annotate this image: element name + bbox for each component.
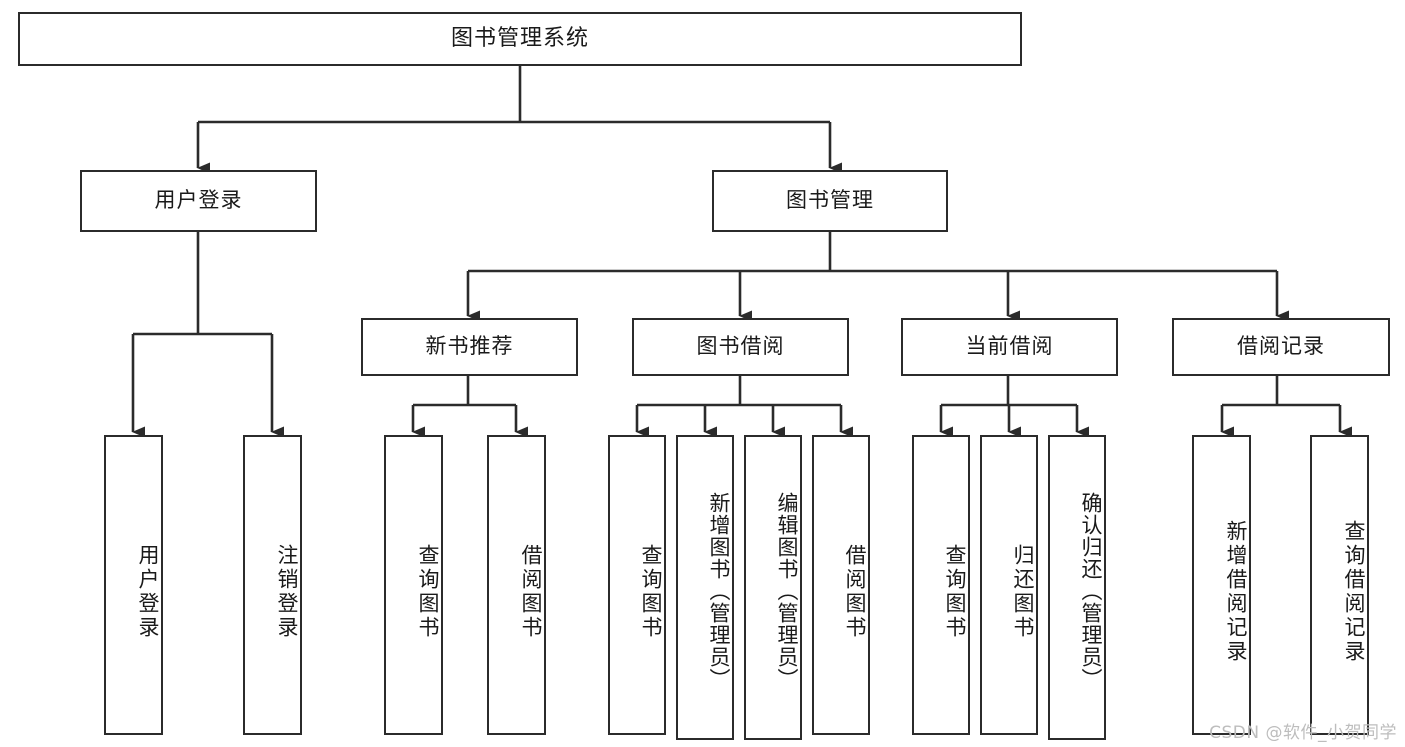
- node-book-manage[interactable]: 图书管理: [712, 170, 948, 232]
- node-borrow-record[interactable]: 借阅记录: [1172, 318, 1390, 376]
- leaf-borrow-book-borrow[interactable]: 借阅图书: [812, 435, 870, 735]
- leaf-add-borrow-record[interactable]: 新增借阅记录: [1192, 435, 1251, 735]
- leaf-query-book-recommend[interactable]: 查询图书: [384, 435, 443, 735]
- node-current-borrow[interactable]: 当前借阅: [901, 318, 1118, 376]
- leaf-borrow-book-recommend[interactable]: 借阅图书: [487, 435, 546, 735]
- node-root-system[interactable]: 图书管理系统: [18, 12, 1022, 66]
- leaf-user-login[interactable]: 用户登录: [104, 435, 163, 735]
- csdn-watermark: CSDN @软件_小贺同学: [1209, 723, 1397, 743]
- leaf-edit-book-admin[interactable]: 编辑图书（管理员）: [744, 435, 802, 740]
- leaf-query-borrow-record[interactable]: 查询借阅记录: [1310, 435, 1369, 735]
- leaf-query-book-current[interactable]: 查询图书: [912, 435, 970, 735]
- leaf-return-book[interactable]: 归还图书: [980, 435, 1038, 735]
- leaf-confirm-return-admin[interactable]: 确认归还（管理员）: [1048, 435, 1106, 740]
- node-book-borrow[interactable]: 图书借阅: [632, 318, 849, 376]
- leaf-query-book-borrow[interactable]: 查询图书: [608, 435, 666, 735]
- leaf-add-book-admin[interactable]: 新增图书（管理员）: [676, 435, 734, 740]
- node-user-login[interactable]: 用户登录: [80, 170, 317, 232]
- node-new-book-recommend[interactable]: 新书推荐: [361, 318, 578, 376]
- leaf-logout-login[interactable]: 注销登录: [243, 435, 302, 735]
